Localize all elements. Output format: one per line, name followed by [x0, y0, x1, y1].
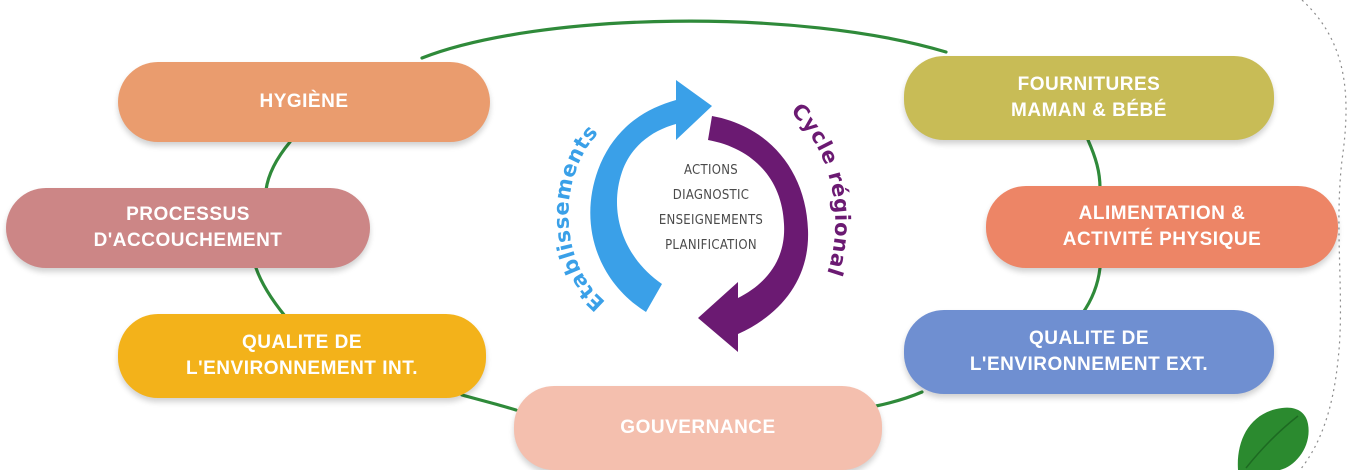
leaf-vein	[1245, 415, 1299, 469]
pill-processus-line1: PROCESSUS	[126, 204, 250, 225]
pill-processus: PROCESSUS D'ACCOUCHEMENT	[6, 188, 370, 268]
pill-qualite-int-line1: QUALITE DE	[241, 332, 363, 353]
pill-qualite-ext-line1: QUALITE DE	[1028, 328, 1150, 349]
cycle-step-diagnostic: DIAGNOSTIC	[672, 188, 750, 203]
pill-qualite-int-line2: L'ENVIRONNEMENT INT.	[186, 358, 418, 379]
leaf-icon	[1237, 407, 1309, 470]
cycle-steps: ACTIONS DIAGNOSTIC ENSEIGNEMENTS PLANIFI…	[636, 158, 786, 258]
pill-qualite-ext-line2: L'ENVIRONNEMENT EXT.	[969, 354, 1209, 375]
connector-alimentation-qualite-ext	[1080, 266, 1102, 316]
cycle-arrows	[590, 80, 809, 352]
pill-gouvernance: GOUVERNANCE	[514, 386, 882, 470]
pill-alimentation-line2: ACTIVITÉ PHYSIQUE	[1062, 229, 1262, 250]
cycle-step-actions: ACTIONS	[683, 163, 738, 178]
pill-processus-line2: D'ACCOUCHEMENT	[93, 230, 283, 251]
connector-fournitures-alimentation	[1086, 138, 1102, 190]
connector-top	[420, 19, 948, 60]
cycle-arrow-blue	[590, 80, 712, 312]
connector-gouvernance-qualite-ext	[874, 390, 924, 408]
pill-hygiene-label: HYGIÈNE	[259, 91, 349, 112]
pill-qualite-ext: QUALITE DE L'ENVIRONNEMENT EXT.	[904, 310, 1274, 394]
pill-fournitures-line2: MAMAN & BÉBÉ	[1011, 100, 1167, 121]
cycle-step-enseignements: ENSEIGNEMENTS	[658, 213, 764, 228]
pill-gouvernance-label: GOUVERNANCE	[620, 417, 776, 438]
pill-alimentation: ALIMENTATION & ACTIVITÉ PHYSIQUE	[986, 186, 1338, 268]
connector-processus-qualite-int	[254, 266, 287, 318]
pill-fournitures-line1: FOURNITURES	[1017, 74, 1161, 95]
pill-qualite-int: QUALITE DE L'ENVIRONNEMENT INT.	[118, 314, 486, 398]
connector-hygiene-processus	[264, 140, 292, 192]
connector-qualite-int-gouvernance	[460, 393, 518, 412]
pill-alimentation-line1: ALIMENTATION &	[1078, 203, 1246, 224]
pill-hygiene: HYGIÈNE	[118, 62, 490, 142]
leaf-decoration	[1237, 407, 1309, 470]
cycle-arrow-purple	[698, 116, 809, 352]
cycle-step-planification: PLANIFICATION	[665, 238, 757, 253]
connector-lines	[254, 19, 1102, 412]
pill-fournitures: FOURNITURES MAMAN & BÉBÉ	[904, 56, 1274, 140]
